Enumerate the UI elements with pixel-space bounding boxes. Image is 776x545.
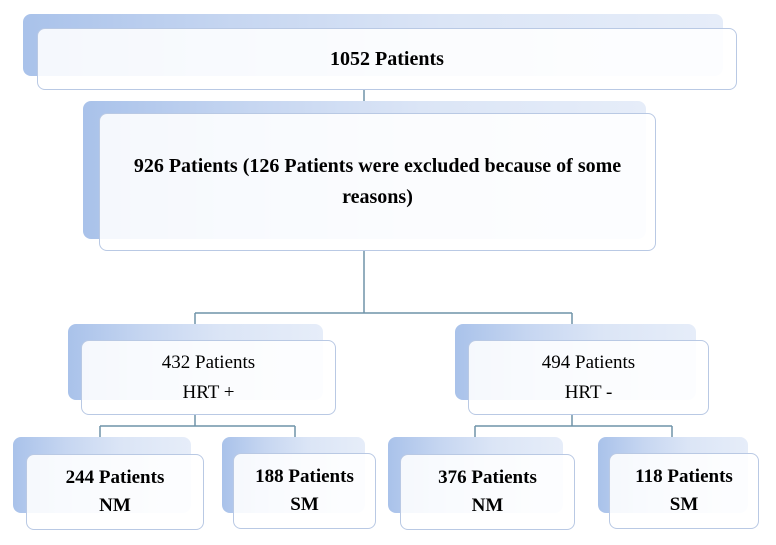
node-leaf-hrt-positive-sm: 188 Patients SM xyxy=(222,437,376,529)
node-leaf-hrt-negative-nm-label: NM xyxy=(471,495,504,516)
node-root-label: 1052 Patients xyxy=(330,48,444,70)
node-leaf-hrt-negative-sm-count: 118 Patients xyxy=(635,466,733,487)
node-filtered-label: 926 Patients (126 Patients were excluded… xyxy=(133,155,622,208)
node-group-hrt-positive-label: HRT + xyxy=(182,381,235,403)
node-leaf-hrt-positive-sm-card: 188 Patients SM xyxy=(233,453,376,529)
node-root: 1052 Patients xyxy=(23,14,737,92)
node-leaf-hrt-negative-nm-card: 376 Patients NM xyxy=(400,454,575,530)
node-group-hrt-positive-card: 432 Patients HRT + xyxy=(81,340,336,415)
node-leaf-hrt-positive-sm-count: 188 Patients xyxy=(255,466,354,487)
node-filtered-card: 926 Patients (126 Patients were excluded… xyxy=(99,113,656,251)
node-root-card: 1052 Patients xyxy=(37,28,737,90)
node-group-hrt-negative-count: 494 Patients xyxy=(541,351,636,373)
node-filtered: 926 Patients (126 Patients were excluded… xyxy=(83,101,656,252)
node-group-hrt-positive: 432 Patients HRT + xyxy=(68,324,336,416)
node-leaf-hrt-negative-sm-label: SM xyxy=(669,494,699,515)
node-leaf-hrt-positive-nm-count: 244 Patients xyxy=(65,467,165,488)
node-group-hrt-negative: 494 Patients HRT - xyxy=(455,324,709,416)
node-leaf-hrt-positive-sm-label: SM xyxy=(290,494,319,515)
node-group-hrt-negative-card: 494 Patients HRT - xyxy=(468,340,709,415)
node-leaf-hrt-positive-nm-card: 244 Patients NM xyxy=(26,454,204,530)
node-group-hrt-positive-count: 432 Patients xyxy=(161,351,256,373)
node-leaf-hrt-negative-nm-count: 376 Patients xyxy=(438,467,537,488)
node-leaf-hrt-negative-sm: 118 Patients SM xyxy=(598,437,759,529)
node-leaf-hrt-negative-sm-card: 118 Patients SM xyxy=(609,453,759,529)
node-leaf-hrt-positive-nm-label: NM xyxy=(99,495,131,516)
node-leaf-hrt-positive-nm: 244 Patients NM xyxy=(13,437,204,530)
node-leaf-hrt-negative-nm: 376 Patients NM xyxy=(388,437,575,530)
node-group-hrt-negative-label: HRT - xyxy=(564,381,613,403)
